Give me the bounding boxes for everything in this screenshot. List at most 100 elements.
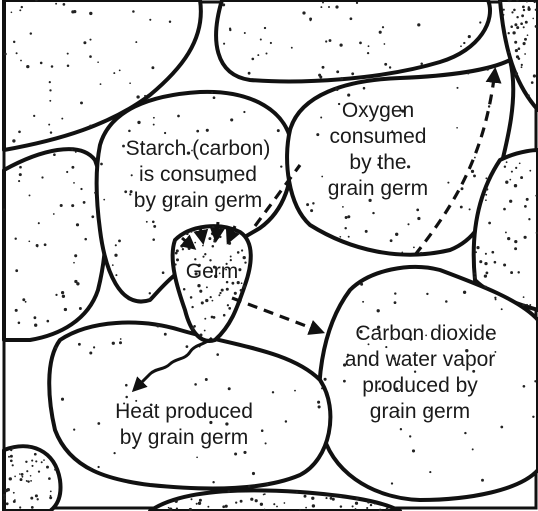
stipple-dot	[3, 497, 6, 500]
stipple-dot	[390, 239, 393, 242]
stipple-dot	[50, 495, 52, 497]
stipple-dot	[535, 195, 537, 197]
stipple-dot	[204, 253, 206, 255]
stipple-dot	[343, 380, 346, 383]
stipple-dot	[79, 307, 82, 310]
stipple-dot	[472, 448, 474, 450]
stipple-dot	[527, 34, 529, 36]
stipple-dot	[394, 292, 396, 294]
stipple-dot	[89, 12, 92, 15]
stipple-dot	[276, 506, 278, 508]
stipple-dot	[15, 238, 17, 240]
stipple-dot	[124, 190, 127, 193]
stipple-dot	[463, 42, 465, 44]
stipple-dot	[503, 9, 505, 11]
stipple-dot	[115, 274, 117, 276]
stipple-dot	[100, 163, 103, 166]
stipple-dot	[534, 380, 536, 382]
stipple-dot	[413, 247, 415, 249]
stipple-dot	[89, 125, 91, 127]
stipple-dot	[374, 503, 376, 505]
stipple-dot	[15, 309, 18, 312]
stipple-dot	[500, 426, 503, 429]
stipple-dot	[511, 11, 513, 13]
stipple-dot	[175, 252, 178, 255]
stipple-dot	[260, 38, 262, 40]
stipple-dot	[524, 53, 526, 55]
stipple-dot	[230, 118, 233, 121]
stipple-dot	[28, 240, 30, 242]
stipple-dot	[512, 31, 515, 34]
stipple-dot	[516, 55, 519, 58]
stipple-dot	[174, 263, 176, 265]
stipple-dot	[370, 504, 372, 506]
stipple-dot	[64, 308, 67, 311]
stipple-dot	[6, 502, 9, 505]
stipple-dot	[152, 221, 155, 224]
stipple-dot	[27, 480, 29, 482]
stipple-dot	[223, 43, 225, 45]
stipple-dot	[219, 292, 221, 294]
stipple-dot	[131, 174, 133, 176]
stipple-dot	[18, 322, 21, 325]
stipple-dot	[38, 222, 40, 224]
grain-left-middle	[4, 149, 106, 340]
stipple-dot	[291, 47, 293, 49]
stipple-dot	[360, 283, 363, 286]
stipple-dot	[426, 293, 428, 295]
stipple-dot	[191, 498, 193, 500]
stipple-dot	[510, 271, 513, 274]
stipple-dot	[198, 502, 201, 505]
stipple-dot	[50, 491, 52, 493]
stipple-dot	[26, 65, 29, 68]
stipple-dot	[118, 239, 121, 242]
stipple-dot	[153, 225, 156, 228]
stipple-dot	[204, 330, 206, 332]
stipple-dot	[97, 422, 100, 425]
stipple-dot	[491, 251, 494, 254]
stipple-dot	[207, 506, 209, 508]
stipple-dot	[113, 72, 115, 74]
stipple-dot	[34, 324, 37, 327]
stipple-dot	[485, 253, 487, 255]
stipple-dot	[515, 72, 518, 75]
stipple-dot	[229, 27, 231, 29]
stipple-dot	[29, 194, 31, 196]
stipple-dot	[13, 492, 15, 494]
stipple-dot	[248, 485, 251, 488]
stipple-dot	[55, 346, 58, 349]
stipple-dot	[365, 230, 368, 233]
stipple-dot	[299, 509, 301, 511]
stipple-dot	[122, 145, 125, 148]
stipple-dot	[409, 435, 411, 437]
stipple-dot	[464, 432, 466, 434]
stipple-dot	[484, 262, 487, 265]
stipple-dot	[505, 231, 507, 233]
stipple-dot	[80, 101, 83, 104]
stipple-dot	[37, 246, 39, 248]
stipple-dot	[535, 9, 537, 11]
stipple-dot	[474, 272, 476, 274]
stipple-dot	[514, 184, 517, 187]
stipple-dot	[306, 203, 309, 206]
stipple-dot	[149, 292, 151, 294]
stipple-dot	[5, 489, 8, 492]
stipple-dot	[19, 473, 21, 475]
stipple-dot	[527, 94, 530, 97]
stipple-dot	[191, 231, 193, 233]
stipple-dot	[156, 324, 159, 327]
stipple-dot	[49, 496, 52, 499]
stipple-dot	[264, 27, 266, 29]
stipple-dot	[328, 6, 330, 8]
stipple-dot	[199, 333, 202, 336]
stipple-dot	[386, 507, 389, 510]
stipple-dot	[221, 289, 224, 292]
grain-bottom-center	[150, 490, 400, 511]
stipple-dot	[130, 190, 133, 193]
stipple-dot	[202, 256, 204, 258]
starch-label-line-2: is consumed	[139, 163, 257, 186]
stipple-dot	[243, 256, 246, 259]
dashed-arrow-right-icon	[232, 298, 322, 332]
stipple-dot	[244, 32, 246, 34]
stipple-dot	[523, 9, 525, 11]
